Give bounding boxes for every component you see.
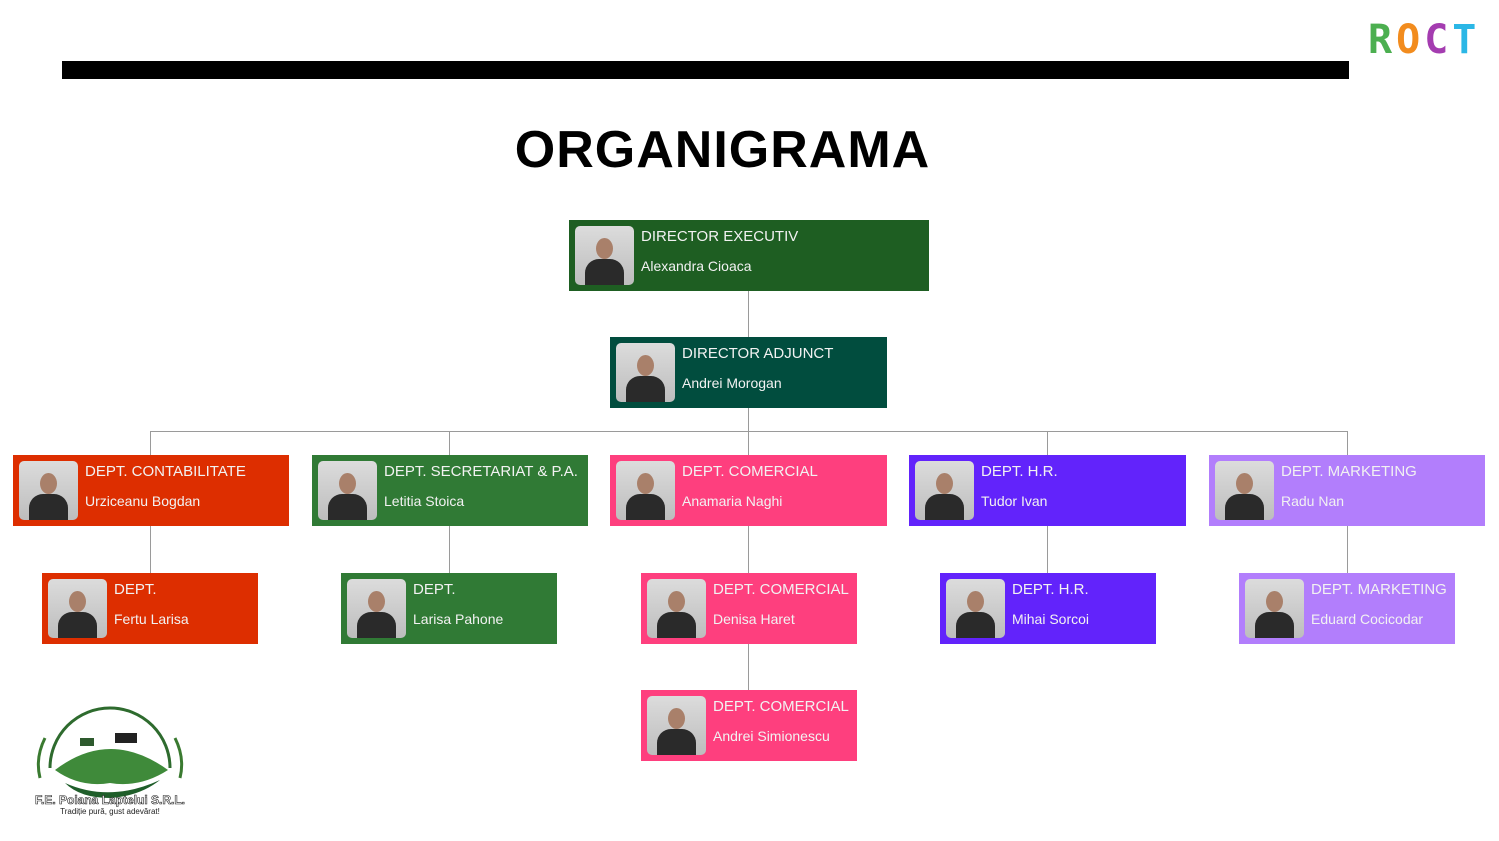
org-card: DEPT. COMERCIAL Anamaria Naghi [610, 455, 887, 526]
avatar [347, 579, 406, 638]
card-title: DEPT. [413, 581, 456, 598]
avatar [946, 579, 1005, 638]
connector [748, 291, 749, 337]
card-name: Letitia Stoica [384, 493, 465, 509]
svg-text:Tradiție pură, gust adevărat!: Tradiție pură, gust adevărat! [60, 807, 160, 816]
svg-text:F.E. Poiana Laptelui S.R.L.: F.E. Poiana Laptelui S.R.L. [35, 793, 185, 807]
header-bar [62, 61, 1349, 79]
card-name: Mihai Sorcoi [1012, 611, 1090, 627]
org-card: DEPT. MARKETING Radu Nan [1209, 455, 1485, 526]
avatar [915, 461, 974, 520]
logo-letter: T [1452, 17, 1477, 63]
card-title: DEPT. CONTABILITATE [85, 463, 246, 480]
card-title: DEPT. COMERCIAL [713, 698, 849, 715]
connector [150, 431, 151, 455]
connector [748, 644, 749, 690]
page-title: ORGANIGRAMA [514, 121, 931, 179]
card-title: DEPT. SECRETARIAT & P.A. [384, 463, 578, 480]
connector [150, 526, 151, 573]
org-card: DEPT. Larisa Pahone [341, 573, 557, 644]
card-name: Radu Nan [1281, 493, 1345, 509]
org-card: DIRECTOR ADJUNCT Andrei Morogan [610, 337, 887, 408]
card-title: DEPT. [114, 581, 157, 598]
avatar [647, 696, 706, 755]
card-name: Larisa Pahone [413, 611, 504, 627]
logo-letter: C [1424, 17, 1449, 63]
connector [1047, 431, 1048, 455]
org-card: DEPT. MARKETING Eduard Cocicodar [1239, 573, 1455, 644]
avatar [647, 579, 706, 638]
org-card: DEPT. COMERCIAL Denisa Haret [641, 573, 857, 644]
card-title: DEPT. MARKETING [1311, 581, 1447, 598]
card-title: DIRECTOR ADJUNCT [682, 345, 834, 362]
card-name: Alexandra Cioaca [641, 258, 752, 274]
card-title: DIRECTOR EXECUTIV [641, 228, 799, 245]
card-name: Tudor Ivan [981, 493, 1048, 509]
card-name: Andrei Simionescu [713, 728, 830, 744]
card-name: Fertu Larisa [114, 611, 189, 627]
card-name: Anamaria Naghi [682, 493, 783, 509]
org-card: DEPT. H.R. Mihai Sorcoi [940, 573, 1156, 644]
org-card: DEPT. COMERCIAL Andrei Simionescu [641, 690, 857, 761]
card-name: Urziceanu Bogdan [85, 493, 201, 509]
connector [449, 431, 450, 455]
card-name: Denisa Haret [713, 611, 795, 627]
card-name: Andrei Morogan [682, 375, 782, 391]
connector [150, 431, 1348, 432]
card-title: DEPT. H.R. [981, 463, 1058, 480]
card-title: DEPT. COMERCIAL [682, 463, 818, 480]
org-card: DEPT. H.R. Tudor Ivan [909, 455, 1186, 526]
connector [449, 526, 450, 573]
roct-logo: R O C T [1368, 20, 1476, 60]
logo-letter: O [1396, 17, 1421, 63]
org-card: DIRECTOR EXECUTIV Alexandra Cioaca [569, 220, 929, 291]
avatar [575, 226, 634, 285]
card-title: DEPT. MARKETING [1281, 463, 1417, 480]
avatar [616, 461, 675, 520]
avatar [616, 343, 675, 402]
card-title: DEPT. COMERCIAL [713, 581, 849, 598]
avatar [48, 579, 107, 638]
avatar [1215, 461, 1274, 520]
connector [1347, 526, 1348, 573]
logo-letter: R [1368, 17, 1393, 63]
card-title: DEPT. H.R. [1012, 581, 1089, 598]
avatar [19, 461, 78, 520]
avatar [318, 461, 377, 520]
connector [748, 526, 749, 573]
org-card: DEPT. SECRETARIAT & P.A. Letitia Stoica [312, 455, 588, 526]
card-name: Eduard Cocicodar [1311, 611, 1424, 627]
org-card: DEPT. Fertu Larisa [42, 573, 258, 644]
company-logo: F.E. Poiana Laptelui S.R.L. Tradiție pur… [20, 688, 200, 818]
connector [1347, 431, 1348, 455]
connector [1047, 526, 1048, 573]
avatar [1245, 579, 1304, 638]
org-card: DEPT. CONTABILITATE Urziceanu Bogdan [13, 455, 289, 526]
